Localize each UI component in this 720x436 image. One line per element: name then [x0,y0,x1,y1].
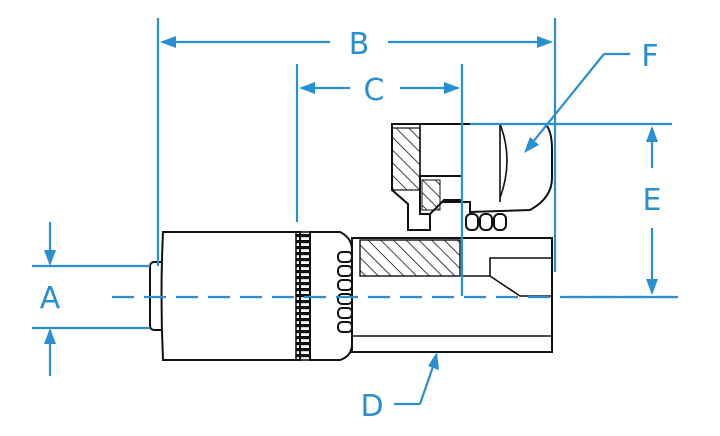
dimension-e: E [470,122,672,299]
label-a: A [40,281,61,316]
leader-f: F [524,39,659,153]
label-e: E [643,183,662,218]
label-b: B [349,27,370,62]
label-c: C [364,73,385,108]
leader-d: D [360,352,439,424]
hex-curve [499,123,508,199]
nut-wall-section [391,127,421,191]
sectioned-wall [359,239,461,277]
dimension-b: B [156,18,557,272]
label-f: F [641,39,658,74]
socket-ferrule [160,231,301,361]
dimension-c: C [295,64,464,296]
label-d: D [360,389,383,424]
fitting-body [149,123,553,361]
dimension-a: A [32,222,150,376]
seat-section [421,179,441,211]
thread-teeth [465,213,507,231]
